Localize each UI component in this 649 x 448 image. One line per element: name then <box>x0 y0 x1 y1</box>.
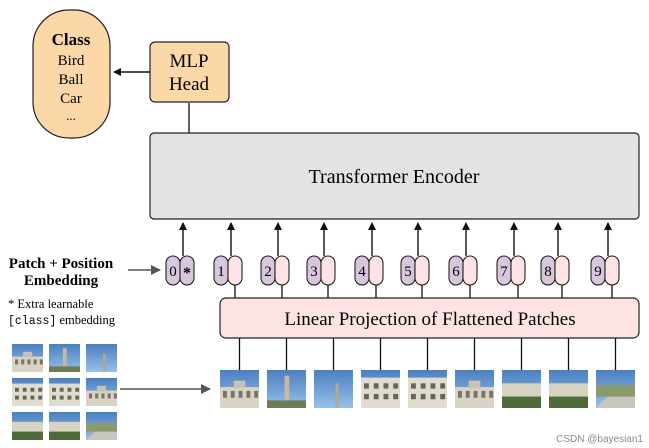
grid-cell-5 <box>49 378 80 406</box>
token-pair-4: 4 <box>354 222 384 298</box>
position-label-6: 6 <box>452 264 460 280</box>
patch-3 <box>314 370 353 408</box>
position-label-0: 0 <box>169 264 177 280</box>
watermark: CSDN @bayesian1 <box>556 434 643 445</box>
patch-embedding-7 <box>510 255 526 286</box>
position-label-5: 5 <box>404 264 412 280</box>
patch-embedding-5 <box>414 255 430 286</box>
mlp-head-box: MLP Head <box>149 41 230 103</box>
patch-embedding-6 <box>462 255 478 286</box>
class-token <box>179 255 195 286</box>
flattened-patches-row <box>220 370 635 408</box>
class-title: Class <box>52 30 91 49</box>
position-label-7: 7 <box>500 264 508 280</box>
class-item-ellipsis: ... <box>66 108 76 123</box>
patch-2 <box>267 370 306 408</box>
grid-cell-1 <box>12 344 43 372</box>
position-label-1: 1 <box>217 264 225 280</box>
patch-9 <box>596 370 635 408</box>
grid-cell-7 <box>12 412 43 440</box>
note-class-code: [class] <box>8 315 56 328</box>
position-label-9: 9 <box>594 264 602 280</box>
patch-embedding-2 <box>274 255 290 286</box>
class-token-marker: * <box>183 265 191 282</box>
patch-7 <box>502 370 541 408</box>
patch-embedding-8 <box>554 255 570 286</box>
token-pair-2: 2 <box>260 222 290 298</box>
patch-position-label-2: Embedding <box>24 273 99 289</box>
class-item-bird: Bird <box>58 53 85 69</box>
patch-embedding-3 <box>320 255 336 286</box>
note-line2: [class] embedding <box>8 313 116 328</box>
position-label-4: 4 <box>358 264 366 280</box>
patch-6 <box>455 370 494 408</box>
token-pair-6: 6 <box>448 222 478 298</box>
grid-cell-3 <box>86 344 117 372</box>
patch-5 <box>408 370 447 408</box>
transformer-encoder-box: Transformer Encoder <box>149 132 640 220</box>
position-label-3: 3 <box>310 264 318 280</box>
patch-4 <box>361 370 400 408</box>
class-item-car: Car <box>60 91 82 107</box>
source-image-grid <box>12 344 117 440</box>
patch-position-label-1: Patch + Position <box>9 256 114 272</box>
patch-embedding-1 <box>227 255 243 286</box>
patch-8 <box>549 370 588 408</box>
token-pair-0: 0* <box>165 222 195 286</box>
token-pair-1: 1 <box>213 222 243 298</box>
class-output-box: Class Bird Ball Car ... <box>32 9 111 139</box>
token-pair-7: 7 <box>496 222 526 298</box>
linear-projection-box: Linear Projection of Flattened Patches <box>219 297 640 339</box>
token-pair-8: 8 <box>540 222 570 298</box>
grid-cell-9 <box>86 412 117 440</box>
grid-cell-4 <box>12 378 43 406</box>
mlp-head-line2: Head <box>169 74 210 95</box>
token-pair-9: 9 <box>590 222 620 298</box>
linear-projection-label: Linear Projection of Flattened Patches <box>284 309 575 330</box>
transformer-encoder-label: Transformer Encoder <box>309 166 480 188</box>
note-line1: * Extra learnable <box>8 297 94 311</box>
mlp-head-line1: MLP <box>169 51 208 72</box>
grid-cell-8 <box>49 412 80 440</box>
position-label-8: 8 <box>544 264 552 280</box>
grid-cell-6 <box>86 378 117 406</box>
patch-embedding-9 <box>604 255 620 286</box>
patch-1 <box>220 370 259 408</box>
token-pair-3: 3 <box>306 222 336 298</box>
position-label-2: 2 <box>264 264 272 280</box>
note-embedding-text: embedding <box>56 313 115 327</box>
patch-lines <box>238 338 617 370</box>
grid-cell-2 <box>49 344 80 372</box>
token-pair-5: 5 <box>400 222 430 298</box>
patch-embedding-4 <box>368 255 384 286</box>
class-item-ball: Ball <box>59 72 84 88</box>
